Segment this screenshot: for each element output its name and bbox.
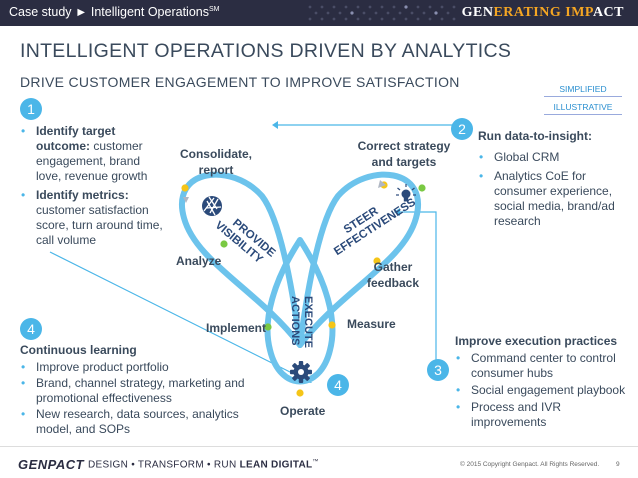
execution-practices-panel: Improve execution practices Command cent… — [455, 334, 633, 432]
node-dot — [264, 323, 272, 331]
genpact-logo: GENPACT — [18, 457, 85, 472]
list-item: Identify metrics: customer satisfaction … — [20, 188, 168, 248]
breadcrumb: Case study ► Intelligent OperationsSM — [9, 5, 220, 19]
node-dot — [328, 321, 336, 329]
panel-heading: Improve execution practices — [455, 334, 618, 348]
list-item: Global CRM — [478, 150, 628, 165]
list-item: Analytics CoE for consumer experience, s… — [478, 169, 628, 229]
gear-icon — [290, 361, 312, 383]
list-item: Social engagement playbook — [455, 383, 633, 398]
operate-label: Operate — [280, 404, 326, 418]
step-badge-3: 3 — [427, 359, 449, 381]
lightbulb-icon — [396, 184, 416, 202]
consolidate-report-label: Consolidate, report — [179, 147, 252, 177]
flow-arrow-icon — [183, 197, 189, 203]
flow-arrow-icon — [378, 180, 386, 188]
node-dot — [220, 240, 228, 248]
node-dot — [181, 184, 189, 192]
aperture-icon — [202, 196, 222, 216]
step-badge-4-center: 4 — [327, 374, 349, 396]
list-item: Command center to control consumer hubs — [455, 351, 633, 381]
list-item: Improve product portfolio — [20, 360, 255, 375]
analyze-label: Analyze — [176, 254, 222, 268]
measure-label: Measure — [347, 317, 396, 331]
list-item: New research, data sources, analytics mo… — [20, 407, 255, 437]
target-outcome-panel: Identify target outcome: customer engage… — [20, 124, 168, 252]
connector-line — [400, 211, 437, 364]
illustrative-tag: ILLUSTRATIVE — [544, 100, 622, 115]
node-dot — [296, 389, 304, 397]
page-title: INTELLIGENT OPERATIONS DRIVEN BY ANALYTI… — [20, 40, 512, 62]
page-subtitle: DRIVE CUSTOMER ENGAGEMENT TO IMPROVE SAT… — [20, 74, 460, 90]
provide-visibility-label: PROVIDE VISIBILITY — [213, 209, 280, 271]
gather-feedback-label: Gather feedback — [366, 260, 420, 290]
arrow-icon — [394, 208, 400, 216]
top-bar: Case study ► Intelligent OperationsSM GE… — [0, 0, 638, 26]
list-item: Brand, channel strategy, marketing and p… — [20, 376, 255, 406]
panel-heading: Continuous learning — [20, 343, 137, 357]
node-dot — [373, 257, 381, 265]
page-number: 9 — [616, 461, 620, 468]
connector-line — [49, 251, 307, 381]
continuous-learning-panel: Continuous learning Improve product port… — [20, 343, 255, 438]
data-to-insight-panel: Run data-to-insight: Global CRM Analytic… — [478, 129, 628, 233]
copyright-text: © 2015 Copyright Genpact. All Rights Res… — [460, 461, 600, 468]
arrow-icon — [272, 121, 278, 129]
footer-tagline: DESIGN • TRANSFORM • RUN LEAN DIGITAL™ — [88, 459, 319, 471]
dot-pattern-decoration — [308, 5, 456, 21]
step-badge-2: 2 — [451, 118, 473, 140]
step-badge-1: 1 — [20, 98, 42, 120]
correct-strategy-label: Correct strategy and targets — [357, 139, 451, 169]
connector-line — [278, 124, 457, 132]
footer-divider — [0, 446, 638, 447]
brand-logo: GENERATING IMPACT — [461, 5, 624, 20]
execute-actions-label: EXECUTE ACTIONS — [289, 296, 314, 351]
simplified-tag: SIMPLIFIED — [544, 82, 622, 97]
list-item: Identify target outcome: customer engage… — [20, 124, 168, 184]
panel-heading: Run data-to-insight: — [478, 129, 592, 143]
list-item: Process and IVR improvements — [455, 400, 633, 430]
implement-label: Implement — [206, 321, 267, 335]
step-badge-4-left: 4 — [20, 318, 42, 340]
node-dot — [418, 184, 426, 192]
